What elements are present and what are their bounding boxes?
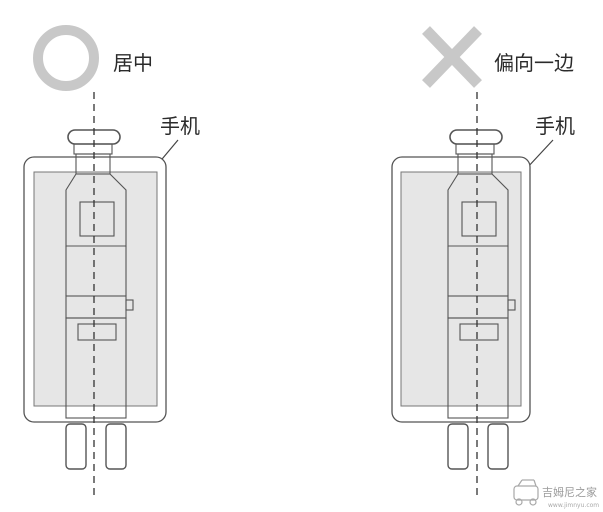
watermark-text: 吉姆尼之家: [542, 485, 597, 499]
phone-screen-right: [400, 171, 522, 407]
phone-screen-left: [33, 171, 158, 407]
watermark-url: www.jimnyu.com: [548, 502, 599, 509]
jeep-logo-icon: [513, 479, 539, 506]
phone-label-left: 手机: [160, 114, 200, 138]
ok-circle-icon: [33, 25, 99, 91]
clamp-left: [65, 129, 134, 470]
phone-label-right: 手机: [535, 114, 575, 138]
watermark: 吉姆尼之家 www.jimnyu.com: [513, 479, 599, 509]
clamp-right: [447, 129, 516, 470]
panel-offset: 偏向一边 手机: [391, 26, 575, 500]
ng-cross-icon: [422, 26, 482, 88]
caption-offset: 偏向一边: [494, 51, 574, 75]
caption-centered: 居中: [113, 51, 153, 75]
panel-centered: 居中 手机: [23, 25, 200, 500]
